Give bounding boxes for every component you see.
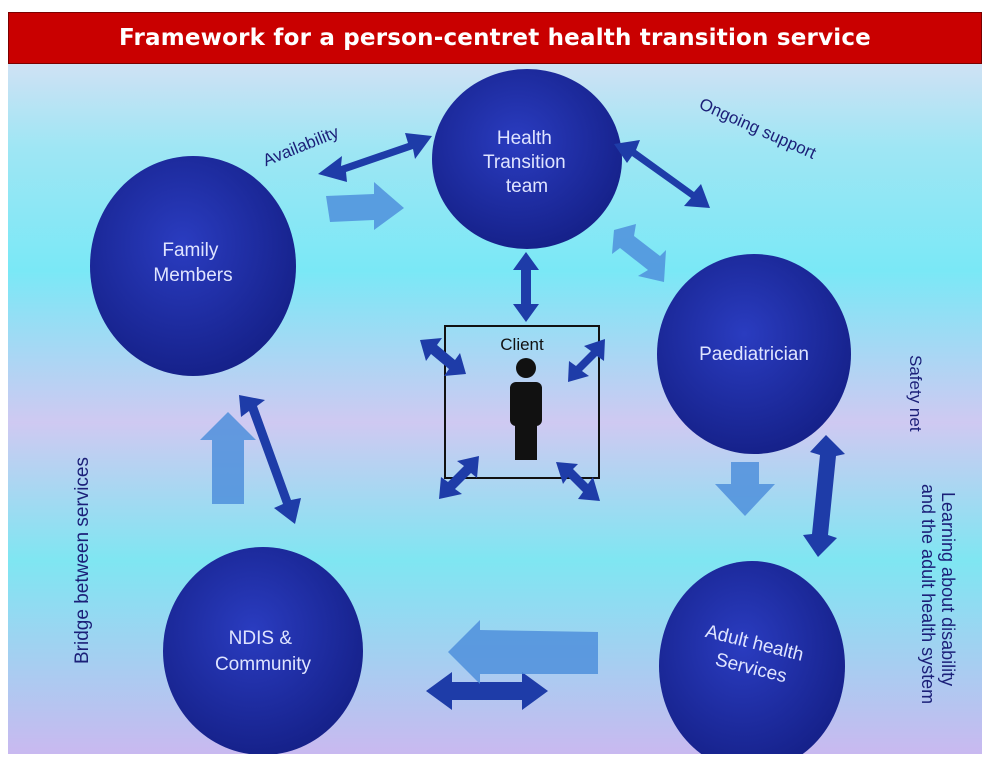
svg-text:NDIS & Community: NDIS & Community	[215, 628, 312, 675]
label-safety-net: Safety net	[906, 355, 925, 432]
page-title: Framework for a person-centret health tr…	[119, 25, 871, 51]
diagram-slide: Health Transition team Family Members Pa…	[8, 64, 982, 754]
svg-text:Health Transition: Health Transition team	[483, 128, 571, 197]
ndis-label-2: Community	[215, 654, 312, 675]
arrows-bidirectional	[239, 133, 845, 710]
node-ndis-community: NDIS & Community	[163, 547, 363, 754]
title-band: Framework for a person-centret health tr…	[8, 12, 982, 64]
family-label-1: Family	[162, 240, 218, 261]
diagram-canvas: Health Transition team Family Members Pa…	[72, 69, 958, 754]
flow-adult-to-ndis	[448, 620, 598, 684]
paediatrician-label: Paediatrician	[699, 344, 809, 365]
flow-family-to-health	[326, 182, 404, 230]
arrows-flow	[200, 182, 775, 684]
flow-health-to-paediatrician	[612, 224, 666, 282]
arrow-client-top-left	[420, 338, 466, 376]
person-icon	[510, 358, 542, 460]
client-box: Client	[444, 325, 600, 479]
health-team-label-2: Transition	[483, 152, 566, 173]
arrow-ndis-adult	[426, 672, 548, 710]
arrow-family-health	[318, 133, 432, 182]
arrow-paediatrician-adult	[803, 435, 845, 557]
label-availability: Availability	[260, 122, 342, 170]
node-paediatrician: Paediatrician	[657, 254, 851, 454]
flow-ndis-to-family	[200, 412, 256, 504]
node-health-team: Health Transition team	[432, 69, 622, 249]
arrow-client-bottom-right	[556, 462, 600, 501]
ndis-label-1: NDIS &	[229, 628, 293, 649]
label-learning-1: Learning about disability	[938, 492, 958, 686]
label-learning-2: and the adult health system	[918, 484, 938, 704]
title-bar: Framework for a person-centret health tr…	[0, 0, 990, 68]
health-team-label-3: team	[506, 176, 548, 197]
svg-text:Family Members: Family Members	[153, 240, 232, 286]
label-ongoing-support: Ongoing support	[696, 94, 819, 163]
arrow-client-top-right	[568, 339, 605, 382]
node-adult-services: Adult health Services	[659, 561, 845, 754]
flow-paediatrician-to-adult	[715, 462, 775, 516]
arrow-health-client	[513, 252, 539, 322]
arrow-family-ndis	[239, 395, 301, 524]
label-bridge: Bridge between services	[72, 457, 93, 664]
health-team-label-1: Health	[497, 128, 552, 149]
node-family-members: Family Members	[90, 156, 296, 376]
arrow-client-bottom-left	[439, 456, 479, 499]
family-label-2: Members	[153, 265, 232, 286]
client-label: Client	[500, 335, 544, 354]
arrow-health-ongoing	[614, 140, 710, 208]
